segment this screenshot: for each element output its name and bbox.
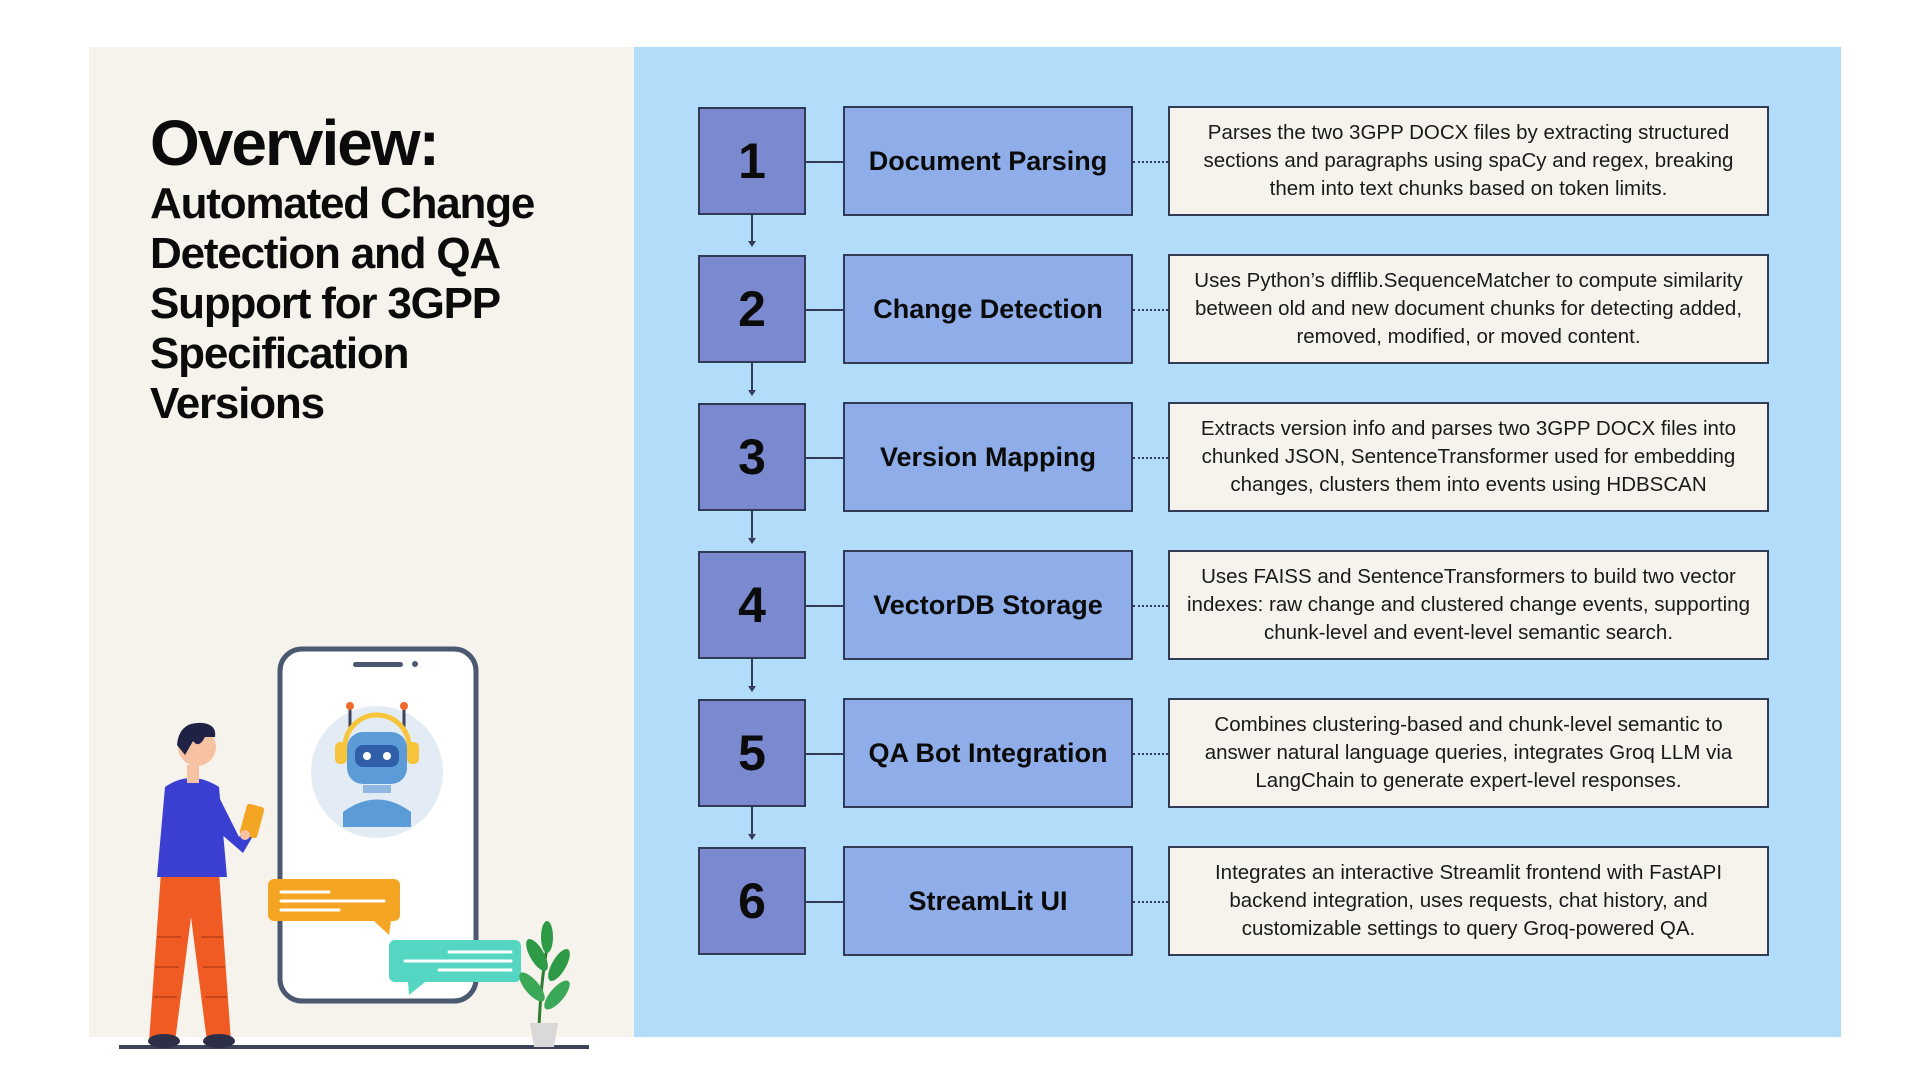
step-label-box: Document Parsing [843,106,1133,216]
title-subtitle-line: Automated Change [150,179,535,228]
step-dotted-connector [1133,901,1168,903]
step-label-box: Change Detection [843,254,1133,364]
title-subtitle: Automated Change Detection and QA Suppor… [150,179,620,429]
step-description-box: Extracts version info and parses two 3GP… [1168,402,1769,512]
step-dotted-connector [1133,457,1168,459]
step-number-box: 2 [698,255,806,363]
step-label-box: QA Bot Integration [843,698,1133,808]
step-number-box: 6 [698,847,806,955]
step-description-box: Uses FAISS and SentenceTransformers to b… [1168,550,1769,660]
chatbot-illustration [119,646,589,1049]
step-connector-line [806,161,843,163]
step-connector-line [806,901,843,903]
step-label-box: Version Mapping [843,402,1133,512]
title-block: Overview: Automated Change Detection and… [150,109,620,429]
robot-icon [311,702,443,838]
step-dotted-connector [1133,309,1168,311]
title-main: Overview: [150,107,440,179]
step-connector-arrow [748,208,756,247]
process-steps: 1 Document Parsing Parses the two 3GPP D… [634,47,1841,1037]
person-icon [148,722,265,1048]
step-number-box: 5 [698,699,806,807]
step-number-box: 4 [698,551,806,659]
step-dotted-connector [1133,605,1168,607]
step-connector-line [806,309,843,311]
title-subtitle-line: Specification [150,329,409,378]
step-number-box: 1 [698,107,806,215]
title-subtitle-line: Versions [150,379,325,428]
title-subtitle-line: Detection and QA [150,229,501,278]
step-description-box: Uses Python’s difflib.SequenceMatcher to… [1168,254,1769,364]
step-connector-arrow [748,800,756,840]
step-connector-arrow [748,652,756,692]
step-connector-line [806,457,843,459]
step-label-box: StreamLit UI [843,846,1133,956]
slide: Overview: Automated Change Detection and… [89,47,1841,1049]
step-connector-line [806,605,843,607]
step-number-box: 3 [698,403,806,511]
step-label-box: VectorDB Storage [843,550,1133,660]
step-dotted-connector [1133,753,1168,755]
step-connector-arrow [748,356,756,396]
title-subtitle-line: Support for 3GPP [150,279,501,328]
step-description-box: Integrates an interactive Streamlit fron… [1168,846,1769,956]
step-connector-line [806,753,843,755]
chat-bubble-icon [268,879,521,995]
plant-icon [519,921,570,1047]
step-connector-arrow [748,504,756,544]
step-description-box: Combines clustering-based and chunk-leve… [1168,698,1769,808]
step-description-box: Parses the two 3GPP DOCX files by extrac… [1168,106,1769,216]
left-panel: Overview: Automated Change Detection and… [89,47,634,1049]
step-dotted-connector [1133,161,1168,163]
